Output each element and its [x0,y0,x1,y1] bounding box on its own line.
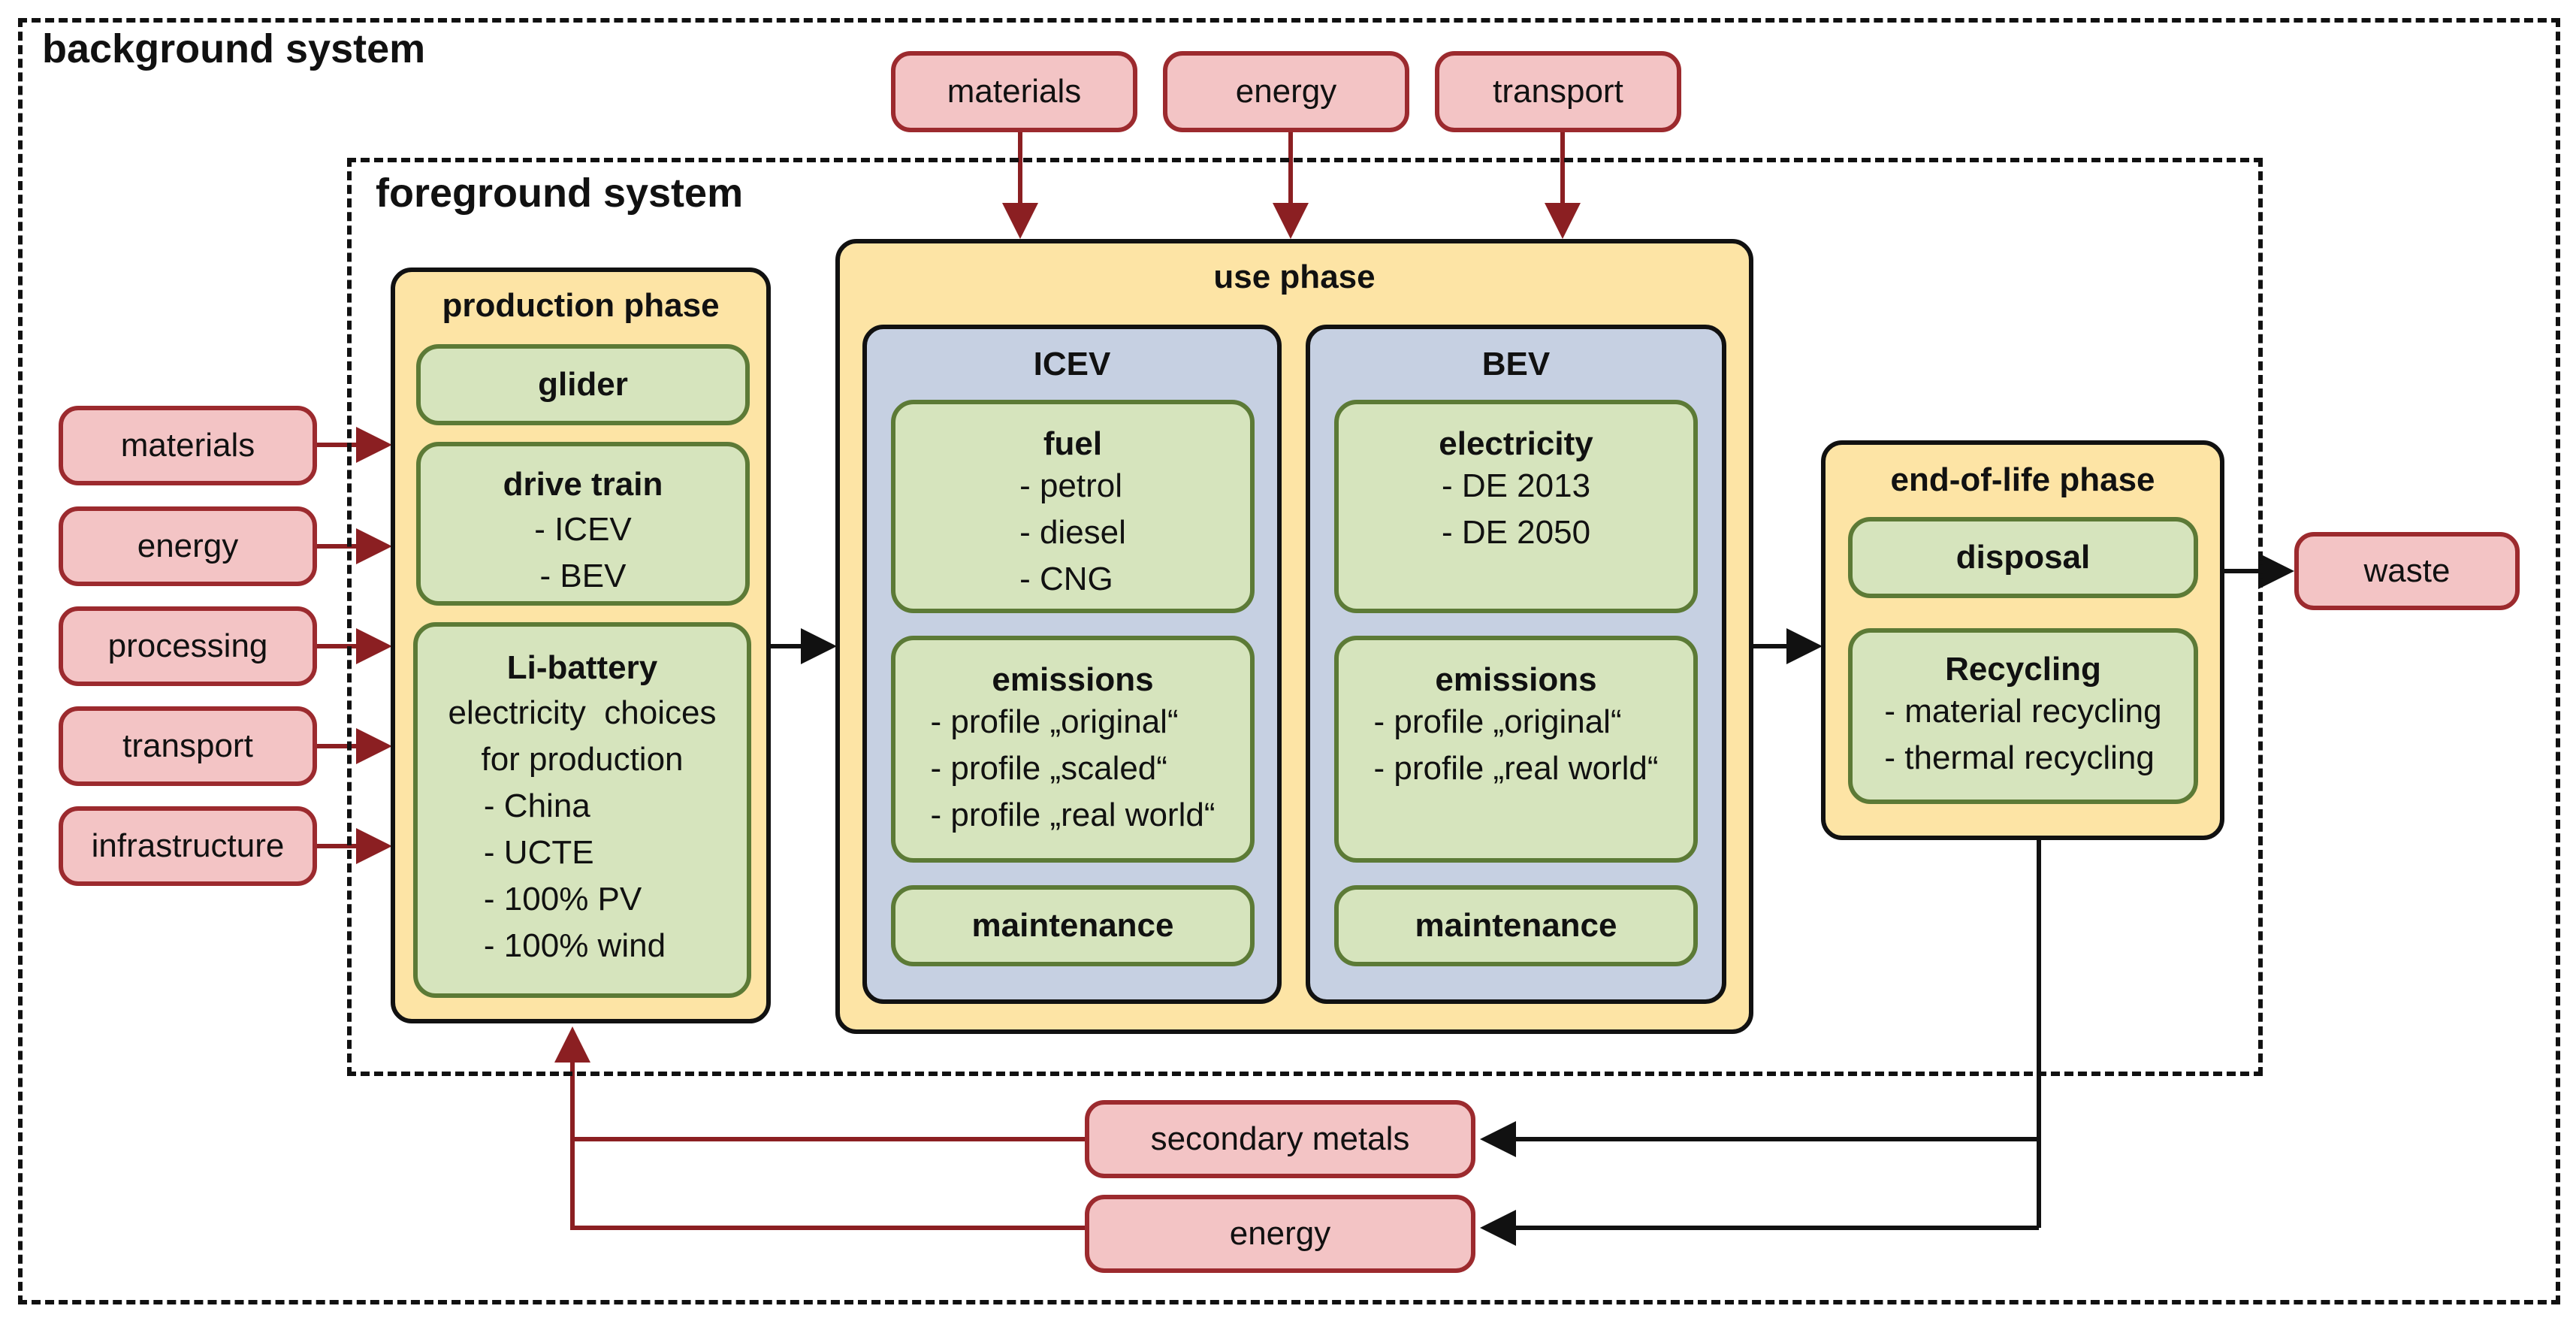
fuel-item: - petrol [1019,467,1123,504]
bev-maintenance-module: maintenance [1334,885,1698,966]
arrow-energy-back-to-production [554,1026,1086,1230]
production-phase-title: production phase [442,287,720,324]
disposal-label: disposal [1955,539,2091,576]
output-energy: energy [1085,1195,1475,1273]
li-battery-title: Li-battery [506,649,658,686]
li-battery-module: Li-battery electricity choices for produ… [413,622,751,998]
drive-train-item: - BEV [539,558,627,594]
background-system-title: background system [42,26,426,71]
top-input-materials: materials [891,51,1137,132]
fuel-title: fuel [1043,425,1103,462]
icev-fuel-module: fuel - petrol - diesel - CNG [891,400,1255,613]
emissions-item: - profile „real world“ [1373,750,1659,787]
bev-title: BEV [1481,346,1551,382]
background-system-frame [18,18,2560,1304]
electricity-title: electricity [1439,425,1593,462]
recycling-title: Recycling [1945,651,2101,688]
drive-train-module: drive train - ICEV - BEV [416,442,750,606]
emissions-title: emissions [1435,661,1597,698]
li-battery-desc: electricity choices [448,694,717,731]
output-waste: waste [2294,532,2520,610]
emissions-item: - profile „original“ [1373,703,1622,740]
emissions-item: - profile „real world“ [930,797,1216,833]
left-input-infrastructure: infrastructure [59,806,317,886]
glider-label: glider [538,366,628,403]
fuel-item: - CNG [1019,561,1113,597]
emissions-title: emissions [992,661,1154,698]
maintenance-label: maintenance [1415,907,1617,944]
li-battery-item: - China [483,787,590,824]
bev-emissions-module: emissions - profile „original“ - profile… [1334,636,1698,863]
li-battery-item: - UCTE [483,834,594,871]
top-input-transport: transport [1435,51,1681,132]
maintenance-label: maintenance [971,907,1174,944]
electricity-item: - DE 2013 [1441,467,1591,504]
icev-maintenance-module: maintenance [891,885,1255,966]
glider-module: glider [416,344,750,425]
li-battery-item: - 100% PV [483,881,642,917]
recycling-item: - thermal recycling [1884,739,2155,776]
recycling-module: Recycling - material recycling - thermal… [1848,628,2198,804]
emissions-item: - profile „original“ [930,703,1179,740]
electricity-item: - DE 2050 [1441,514,1591,551]
end-of-life-phase-title: end-of-life phase [1890,461,2155,498]
left-input-materials: materials [59,406,317,485]
left-input-processing: processing [59,606,317,686]
left-input-transport: transport [59,706,317,786]
fuel-item: - diesel [1019,514,1126,551]
foreground-system-title: foreground system [376,171,744,216]
icev-emissions-module: emissions - profile „original“ - profile… [891,636,1255,863]
left-input-energy: energy [59,506,317,586]
output-secondary-metals: secondary metals [1085,1100,1475,1178]
icev-title: ICEV [1033,346,1111,382]
li-battery-item: - 100% wind [483,927,666,964]
drive-train-item: - ICEV [534,511,632,548]
foreground-system-frame [347,158,2263,1076]
li-battery-desc: for production [481,741,684,778]
emissions-item: - profile „scaled“ [930,750,1167,787]
disposal-module: disposal [1848,517,2198,598]
bev-electricity-module: electricity - DE 2013 - DE 2050 [1334,400,1698,613]
use-phase-title: use phase [1213,258,1376,295]
recycling-item: - material recycling [1884,693,2162,730]
drive-train-title: drive train [503,466,663,503]
top-input-energy: energy [1163,51,1409,132]
